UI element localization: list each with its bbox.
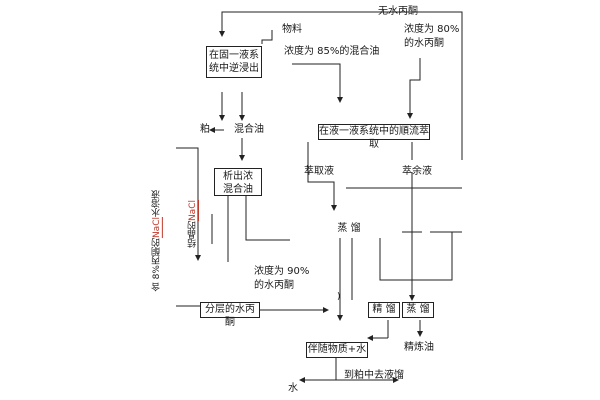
crystal-nacl: NaCl — [188, 200, 198, 222]
liquid-liquid-extraction-box: 在液一液系统中的順流萃取 — [318, 124, 430, 150]
meal-label: 粕 — [200, 124, 210, 135]
salt-solution-label: 含 8%丙酮的NaCl水溶液 — [150, 190, 163, 291]
to-meal-liquid-label: 到粕中去液馏 — [344, 370, 404, 381]
conc85-line — [292, 63, 343, 103]
conc85-label: 浓度为 85%的混合油 — [284, 46, 380, 57]
salt-line — [176, 147, 201, 261]
layered-acetone-box: 分层的水丙酮 — [200, 302, 260, 328]
solid-liquid-line2: 统中逆浸出 — [209, 63, 259, 74]
material-line — [261, 30, 273, 44]
water-label: 水 — [288, 383, 298, 394]
crystal-pre: 结晶的 — [188, 221, 198, 249]
salt-solution-post: 水溶液 — [152, 190, 162, 217]
conc80-label-line2: 的水丙酮 — [404, 38, 444, 49]
solid-liquid-extraction-box: 在固一液系 统中逆浸出 — [206, 46, 262, 78]
loop-right — [379, 232, 453, 281]
salt-solution-pre: 含 8%丙酮的 — [152, 238, 162, 292]
crystal-nacl-label: 结晶的NaCl — [186, 200, 199, 248]
material-label: 物料 — [282, 24, 302, 35]
anhydrous-acetone-label: 无水丙酮 — [378, 6, 418, 17]
distillation-box-1: 蒸 馏 — [328, 222, 370, 238]
raffinate-label: 萃余液 — [402, 166, 432, 177]
conc90-label-line1: 浓度为 90% — [254, 266, 310, 277]
mixed-oil-label: 混合油 — [234, 124, 264, 135]
small-mark: ) — [337, 292, 341, 302]
extract-line — [307, 142, 337, 211]
conc80-label-line1: 浓度为 80% — [404, 24, 460, 35]
extract-liquid-label: 萃取液 — [304, 166, 334, 177]
byproduct-water-box: 伴随物质+水 — [306, 342, 368, 358]
conc80-line — [407, 58, 421, 119]
precip-line2: 混合油 — [223, 184, 253, 195]
precipitate-box: 析出浓 混合油 — [214, 168, 262, 196]
precip-line1: 析出浓 — [223, 171, 253, 182]
precip-right — [245, 196, 290, 241]
rectification-box: 精 馏 — [368, 302, 400, 318]
distillation-box-2: 蒸 馏 — [402, 302, 434, 318]
solid-liquid-line1: 在固一液系 — [209, 50, 259, 61]
conc90-label-line2: 的水丙酮 — [254, 280, 294, 291]
refined-oil-label: 精炼油 — [404, 342, 434, 353]
anhydrous-acetone-line — [219, 11, 463, 160]
salt-solution-nacl: NaCl — [152, 217, 162, 239]
